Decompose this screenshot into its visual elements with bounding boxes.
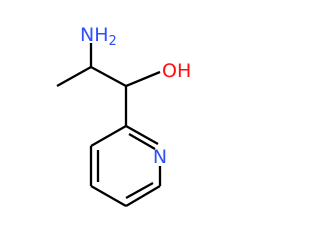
bond-ring-c6-c5 — [125, 185, 161, 207]
hydroxyl-label: OH — [162, 60, 191, 82]
bond-ring-c2-n-inner — [128, 133, 156, 150]
molecule-structure: NH2 OH N — [56, 24, 191, 207]
bond-c2-c1 — [90, 65, 127, 88]
amine-label: NH2 — [80, 24, 117, 49]
ring-nitrogen-label: N — [153, 146, 167, 168]
bond-c1-hydroxyl — [125, 70, 161, 88]
bond-ring-c6-c5-inner — [125, 181, 154, 200]
bond-ring-c2-n — [125, 124, 159, 146]
bond-ring-c5-c4 — [90, 185, 127, 207]
bond-ring-c3-c2 — [90, 125, 127, 147]
amine-subscript: 2 — [109, 34, 117, 49]
bond-methyl-c2 — [56, 65, 92, 88]
amine-element: NH — [80, 24, 109, 46]
bond-group — [56, 43, 162, 207]
